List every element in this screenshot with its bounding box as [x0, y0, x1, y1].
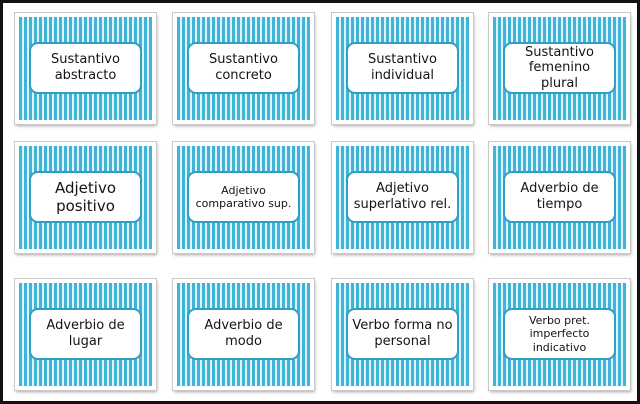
card-adverbio-tiempo: Adverbio de tiempo — [489, 142, 630, 253]
card-label: Adjetivo superlativo rel. — [346, 171, 459, 223]
card-sustantivo-individual: Sustantivo individual — [332, 13, 473, 124]
card-label: Sustantivo individual — [346, 42, 459, 94]
card-sustantivo-femenino-plural: Sustantivo femenino plural — [489, 13, 630, 124]
card-adjetivo-superlativo: Adjetivo superlativo rel. — [332, 142, 473, 253]
card-label: Verbo pret. imperfecto indicativo — [503, 308, 616, 360]
card-adverbio-modo: Adverbio de modo — [173, 279, 314, 390]
card-adverbio-lugar: Adverbio de lugar — [15, 279, 156, 390]
card-label: Adverbio de modo — [187, 308, 300, 360]
card-label: Sustantivo abstracto — [29, 42, 142, 94]
card-label: Adjetivo comparativo sup. — [187, 171, 300, 223]
card-adjetivo-comparativo: Adjetivo comparativo sup. — [173, 142, 314, 253]
card-verbo-forma-no-personal: Verbo forma no personal — [332, 279, 473, 390]
card-label: Adverbio de lugar — [29, 308, 142, 360]
card-label: Adjetivo positivo — [29, 171, 142, 223]
card-label: Sustantivo concreto — [187, 42, 300, 94]
card-label: Sustantivo femenino plural — [503, 42, 616, 94]
card-verbo-pret-imperfecto: Verbo pret. imperfecto indicativo — [489, 279, 630, 390]
card-label: Verbo forma no personal — [346, 308, 459, 360]
card-sustantivo-concreto: Sustantivo concreto — [173, 13, 314, 124]
card-sustantivo-abstracto: Sustantivo abstracto — [15, 13, 156, 124]
card-label: Adverbio de tiempo — [503, 171, 616, 223]
card-adjetivo-positivo: Adjetivo positivo — [15, 142, 156, 253]
